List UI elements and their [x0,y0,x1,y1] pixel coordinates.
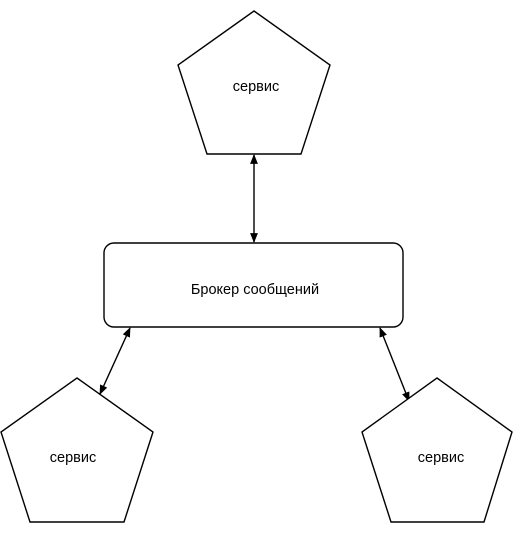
service-pentagon-left [0,377,154,523]
node-label-service-left: сервис [50,450,96,466]
node-label-service-top: сервис [233,79,279,95]
node-service-right: сервис [361,377,513,523]
service-pentagon-top [177,10,331,155]
node-service-left: сервис [0,377,154,523]
service-pentagon-right [361,377,513,523]
node-broker: Брокер сообщений [103,242,404,328]
node-service-top: сервис [177,10,331,155]
broker-box [103,242,404,328]
node-label-broker: Брокер сообщений [191,282,319,298]
edge-broker-left [99,327,131,395]
node-label-service-right: сервис [418,450,464,466]
edge-broker-right [379,327,410,402]
